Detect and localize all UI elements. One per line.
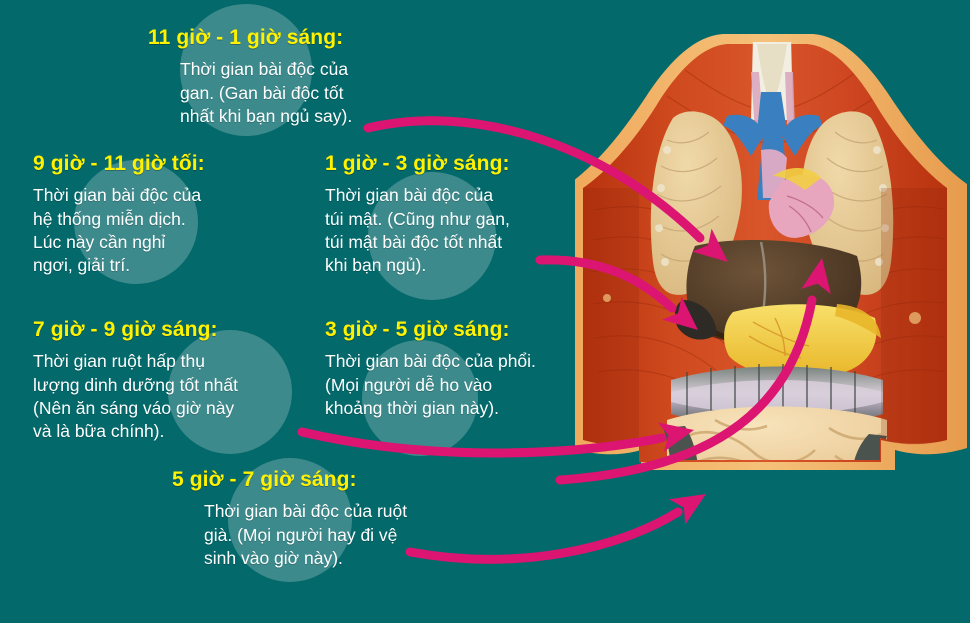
time-block-heading: 11 giờ - 1 giờ sáng:: [148, 26, 344, 49]
time-block-23h-1h: 11 giờ - 1 giờ sáng: Thời gian bài độc c…: [148, 26, 352, 128]
time-block-5h-7h: 5 giờ - 7 giờ sáng: Thời gian bài độc củ…: [172, 468, 407, 570]
time-block-body: Thời gian bài độc của gan. (Gan bài độc …: [180, 59, 353, 126]
decorative-circle: [180, 4, 312, 136]
anatomy-torso-image: [575, 0, 970, 554]
decorative-circle: [168, 330, 292, 454]
great-vessels: [757, 92, 787, 150]
time-block-body: Thời gian ruột hấp thụ lượng dinh dưỡng …: [33, 351, 238, 442]
time-block-body: Thời gian bài độc của túi mật. (Cũng như…: [325, 185, 510, 276]
time-block-body: Thời gian bài độc của ruột già. (Mọi ngư…: [204, 501, 408, 568]
decorative-circle: [74, 160, 198, 284]
time-block-heading: 3 giờ - 5 giờ sáng:: [325, 318, 510, 341]
decorative-circle: [228, 458, 352, 582]
time-block-heading: 1 giờ - 3 giờ sáng:: [325, 152, 510, 175]
heart: [768, 174, 835, 238]
time-block-21h-23h: 9 giờ - 11 giờ tối: Thời gian bài độc củ…: [33, 152, 205, 278]
time-block-heading: 7 giờ - 9 giờ sáng:: [33, 318, 218, 341]
time-block-1h-3h: 1 giờ - 3 giờ sáng: Thời gian bài độc củ…: [325, 152, 510, 278]
time-block-7h-9h: 7 giờ - 9 giờ sáng: Thời gian ruột hấp t…: [33, 318, 238, 444]
time-block-body: Thời gian bài độc của hệ thống miễn dịch…: [33, 185, 202, 276]
time-block-heading: 5 giờ - 7 giờ sáng:: [172, 468, 357, 491]
time-block-heading: 9 giờ - 11 giờ tối:: [33, 152, 205, 175]
ascending-colon: [852, 434, 887, 460]
time-block-3h-5h: 3 giờ - 5 giờ sáng: Thời gian bài độc củ…: [325, 318, 536, 420]
time-block-body: Thời gian bài độc của phổi. (Mọi người d…: [325, 351, 536, 418]
